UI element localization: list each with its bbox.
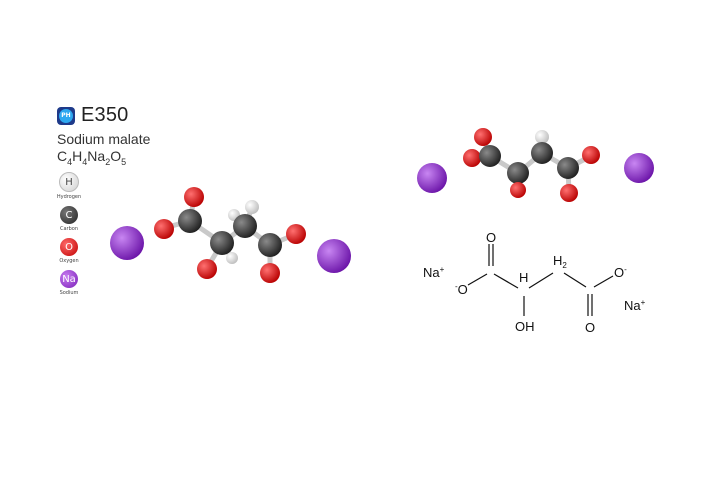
oxygen-atom bbox=[154, 219, 174, 239]
carbonyl-o-right: O bbox=[585, 320, 595, 335]
oxide-label-left: -O bbox=[455, 282, 468, 297]
carbonyl-o-left: O bbox=[486, 230, 496, 245]
sodium-atom bbox=[417, 163, 447, 193]
hydrogen-atom bbox=[226, 252, 238, 264]
oxygen-atom bbox=[260, 263, 280, 283]
chemical-formula: C4H4Na2O5 bbox=[57, 148, 127, 167]
carbon-atom bbox=[178, 209, 202, 233]
ch-label: H bbox=[519, 270, 528, 285]
molecule-3d-right bbox=[417, 128, 654, 202]
oxygen-atom bbox=[560, 184, 578, 202]
oxygen-atom bbox=[463, 149, 481, 167]
oxygen-atom bbox=[184, 187, 204, 207]
hydrogen-atom-icon: H bbox=[59, 172, 79, 192]
hydroxyl-label: OH bbox=[515, 319, 535, 334]
carbon-atom-icon: C bbox=[60, 206, 78, 224]
sodium-atom bbox=[624, 153, 654, 183]
hydrogen-atom bbox=[245, 200, 259, 214]
oxygen-atom bbox=[510, 182, 526, 198]
oxygen-atom bbox=[474, 128, 492, 146]
sodium-label-right: Na+ bbox=[624, 298, 646, 313]
sodium-label-left: Na+ bbox=[423, 265, 445, 280]
atom-legend: H Hydrogen C Carbon O Oxygen Na Sodium bbox=[57, 172, 81, 302]
structure-labels: Na+ -O O H H2 OH O O- Na+ bbox=[423, 230, 646, 335]
oxygen-atom bbox=[582, 146, 600, 164]
carbon-atom bbox=[507, 162, 529, 184]
structural-formula bbox=[467, 244, 614, 316]
oxide-label-right: O- bbox=[614, 265, 627, 280]
header: PH E350 Sodium malate C4H4Na2O5 bbox=[57, 104, 150, 167]
carbon-atom bbox=[531, 142, 553, 164]
carbon-atom bbox=[258, 233, 282, 257]
sodium-atom bbox=[110, 226, 144, 260]
sodium-atom bbox=[317, 239, 351, 273]
ph-badge-icon: PH bbox=[57, 106, 75, 125]
e-number: E350 bbox=[81, 104, 129, 126]
compound-name: Sodium malate bbox=[57, 131, 151, 147]
carbon-atom bbox=[233, 214, 257, 238]
legend-oxygen: O Oxygen bbox=[57, 238, 81, 264]
oxygen-atom bbox=[197, 259, 217, 279]
oxygen-atom-icon: O bbox=[60, 238, 78, 256]
legend-carbon: C Carbon bbox=[57, 206, 81, 232]
ch2-label: H2 bbox=[553, 253, 567, 270]
hydrogen-atom bbox=[535, 130, 549, 144]
legend-sodium: Na Sodium bbox=[57, 270, 81, 296]
carbon-atom bbox=[479, 145, 501, 167]
legend-hydrogen: H Hydrogen bbox=[57, 172, 81, 200]
carbon-atom bbox=[210, 231, 234, 255]
carbon-atom bbox=[557, 157, 579, 179]
oxygen-atom bbox=[286, 224, 306, 244]
sodium-atom-icon: Na bbox=[60, 270, 78, 288]
molecule-3d-left bbox=[110, 187, 351, 283]
